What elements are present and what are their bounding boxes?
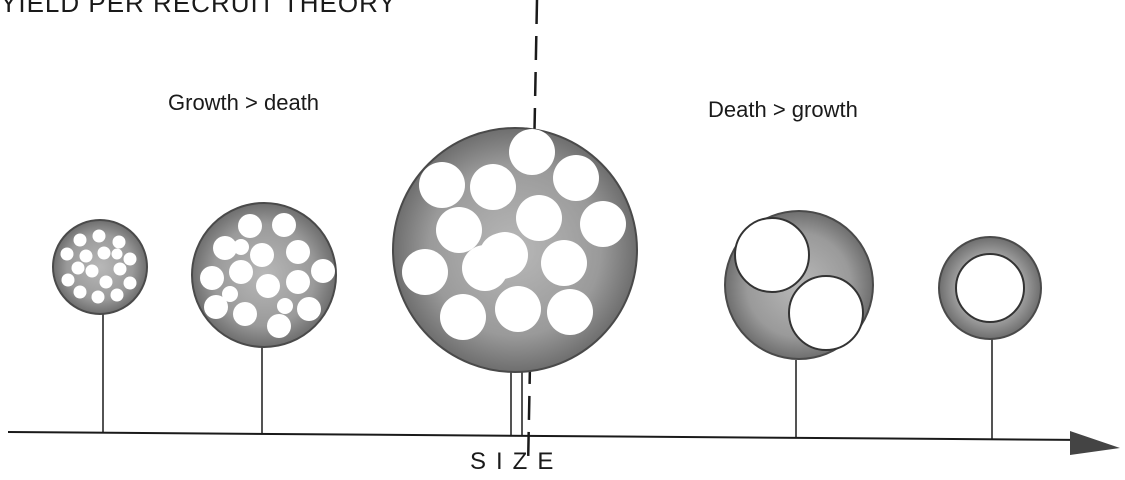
stage-3-circle: [393, 128, 637, 372]
stage-5-circle: [939, 237, 1041, 339]
growth-greater-than-death-label: Growth > death: [168, 90, 319, 116]
stage-2-circle: [192, 203, 336, 347]
death-greater-than-growth-label: Death > growth: [708, 97, 858, 123]
size-axis-label: SIZE: [470, 448, 563, 476]
size-axis-line: [8, 432, 1090, 440]
stage-1-circle: [53, 220, 147, 314]
stage-4-circle: [725, 211, 873, 359]
size-axis-arrowhead: [1070, 431, 1120, 455]
